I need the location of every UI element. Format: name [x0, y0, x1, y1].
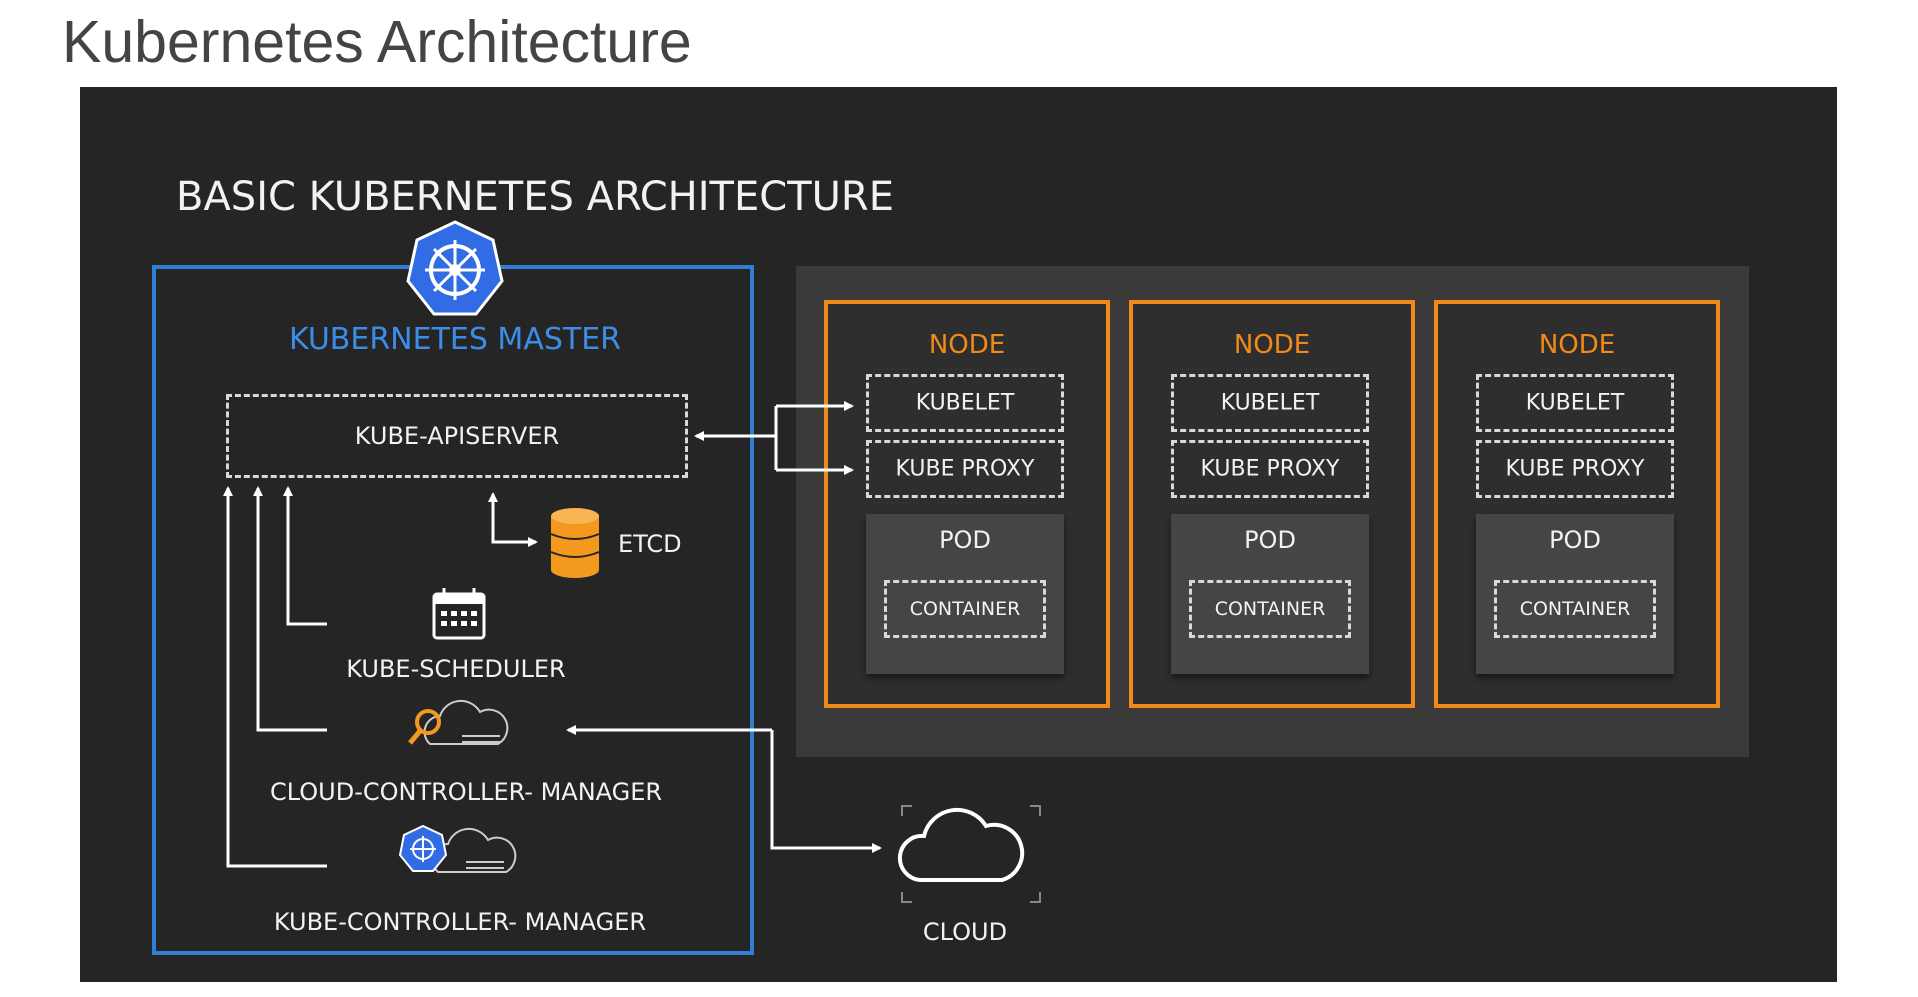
pod-label: POD [1244, 526, 1296, 554]
kubelet-label: KUBELET [1525, 390, 1625, 416]
calendar-icon [432, 588, 486, 640]
cloud-controller-manager-label: CLOUD-CONTROLLER- MANAGER [270, 778, 663, 806]
node-box-3: NODE KUBELET KUBE PROXY POD CONTAINER [1434, 300, 1720, 708]
cloud-label: CLOUD [922, 918, 1008, 946]
nodes-panel: NODE KUBELET KUBE PROXY POD CONTAINER NO… [796, 266, 1749, 757]
cloud-connector [566, 725, 882, 853]
kubelet-box: KUBELET [1476, 374, 1674, 432]
controller-connectors [223, 486, 327, 868]
database-icon [550, 508, 600, 578]
kube-scheduler-label: KUBE-SCHEDULER [346, 655, 566, 683]
kubernetes-cloud-icon [398, 824, 517, 873]
kubelet-label: KUBELET [1220, 390, 1320, 416]
container-label: CONTAINER [1214, 598, 1326, 620]
diagram-heading: BASIC KUBERNETES ARCHITECTURE [176, 174, 894, 220]
kube-proxy-label: KUBE PROXY [1505, 456, 1645, 482]
kube-apiserver-box: KUBE-APISERVER [226, 394, 688, 478]
pod-label: POD [939, 526, 991, 554]
container-label: CONTAINER [909, 598, 1021, 620]
cloud-icon [897, 805, 1041, 903]
kube-apiserver-label: KUBE-APISERVER [354, 422, 560, 450]
container-box: CONTAINER [884, 580, 1046, 638]
kubernetes-master-label: KUBERNETES MASTER [288, 322, 622, 357]
node-title: NODE [928, 330, 1006, 360]
node-box-1: NODE KUBELET KUBE PROXY POD CONTAINER [824, 300, 1110, 708]
node-title: NODE [1233, 330, 1311, 360]
kubelet-box: KUBELET [866, 374, 1064, 432]
kube-proxy-box: KUBE PROXY [866, 440, 1064, 498]
kubelet-label: KUBELET [915, 390, 1015, 416]
container-box: CONTAINER [1494, 580, 1656, 638]
container-label: CONTAINER [1519, 598, 1631, 620]
kube-controller-manager-label: KUBE-CONTROLLER- MANAGER [273, 908, 647, 936]
node-box-2: NODE KUBELET KUBE PROXY POD CONTAINER [1129, 300, 1415, 708]
kube-proxy-label: KUBE PROXY [895, 456, 1035, 482]
kubelet-box: KUBELET [1171, 374, 1369, 432]
etcd-connector [488, 492, 538, 547]
kubernetes-wheel-icon [406, 220, 504, 316]
apiserver-node-connector [694, 401, 854, 475]
node-title: NODE [1538, 330, 1616, 360]
kube-proxy-label: KUBE PROXY [1200, 456, 1340, 482]
container-box: CONTAINER [1189, 580, 1351, 638]
pod-box: POD CONTAINER [866, 514, 1064, 674]
cloud-magnifier-icon [408, 699, 509, 745]
slide-title: Kubernetes Architecture [62, 9, 692, 75]
pod-label: POD [1549, 526, 1601, 554]
kube-proxy-box: KUBE PROXY [1171, 440, 1369, 498]
pod-box: POD CONTAINER [1476, 514, 1674, 674]
kube-proxy-box: KUBE PROXY [1476, 440, 1674, 498]
pod-box: POD CONTAINER [1171, 514, 1369, 674]
etcd-label: ETCD [618, 530, 682, 558]
